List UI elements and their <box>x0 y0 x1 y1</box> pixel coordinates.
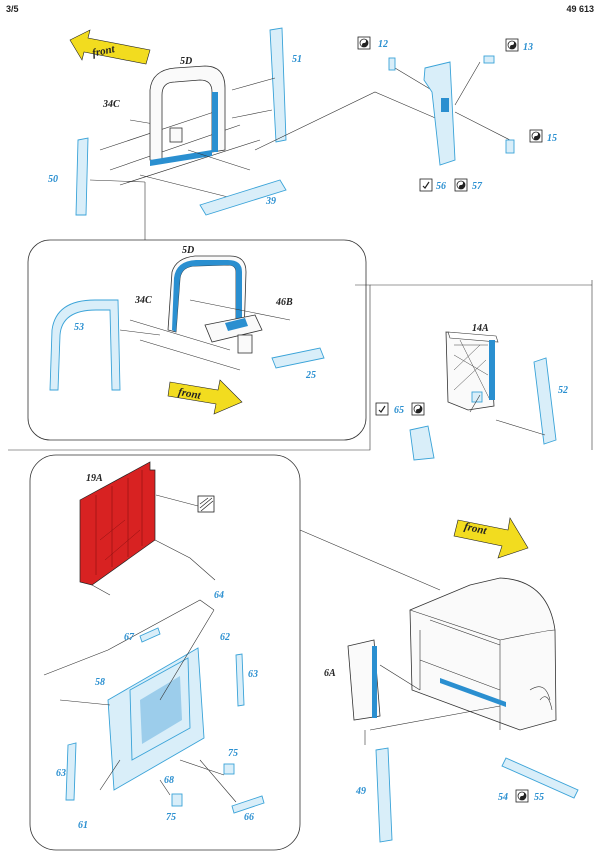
label-75-bottom: 75 <box>166 812 176 823</box>
label-14A: 14A <box>472 323 489 334</box>
front-arrow-bottom: front <box>453 517 529 559</box>
front-label-bottom: front <box>463 521 489 538</box>
label-19A: 19A <box>86 473 103 484</box>
yin-yang-icon <box>411 402 425 416</box>
pe-12 <box>388 57 396 71</box>
yin-yang-icon <box>357 36 371 50</box>
pe-67 <box>139 627 161 643</box>
pe-39 <box>199 179 287 216</box>
label-34C: 34C <box>102 99 120 110</box>
cab-body <box>409 577 557 731</box>
label-67: 67 <box>124 632 135 643</box>
label-68: 68 <box>164 775 174 786</box>
label-63-right: 63 <box>248 669 258 680</box>
label-62: 62 <box>220 632 230 643</box>
yin-yang-icon <box>515 789 529 803</box>
label-64: 64 <box>214 590 224 601</box>
label-46B: 46B <box>275 297 293 308</box>
pe-50 <box>75 137 89 216</box>
label-39: 39 <box>265 196 276 207</box>
page-number: 3/5 <box>6 4 19 14</box>
front-label-mid: front <box>177 386 202 402</box>
label-75-right: 75 <box>228 748 238 759</box>
label-52: 52 <box>558 385 568 396</box>
label-56: 56 <box>436 181 446 192</box>
sheet-code: 49 613 <box>566 4 594 14</box>
yin-yang-icon <box>454 178 468 192</box>
part-14A <box>445 331 495 411</box>
pe-66 <box>231 795 265 814</box>
pe-75b <box>171 793 183 807</box>
label-61: 61 <box>78 820 88 831</box>
label-55: 55 <box>534 792 544 803</box>
section-top-left: front 5D 34C 51 50 39 <box>48 27 302 240</box>
yin-yang-icon <box>505 38 519 52</box>
front-arrow-mid: front <box>167 379 243 415</box>
pe-53 <box>49 299 121 391</box>
bend-check-icon <box>419 178 433 192</box>
pe-75a <box>223 763 235 775</box>
pe-55 <box>501 757 579 799</box>
label-58: 58 <box>95 677 105 688</box>
section-bottom-right: front 6A 49 54 55 <box>324 517 579 843</box>
label-63-left: 63 <box>56 768 66 779</box>
label-54: 54 <box>498 792 508 803</box>
label-53: 53 <box>74 322 84 333</box>
label-5D-detail: 5D <box>182 245 194 256</box>
yin-yang-icon <box>529 129 543 143</box>
label-50: 50 <box>48 174 58 185</box>
part-19A <box>79 461 156 586</box>
label-66: 66 <box>244 812 254 823</box>
label-25: 25 <box>305 370 316 381</box>
fold-stripe-icon <box>197 495 215 513</box>
label-51: 51 <box>292 54 302 65</box>
front-label-top: front <box>91 43 117 60</box>
label-49: 49 <box>355 786 366 797</box>
bend-check-icon <box>375 402 389 416</box>
pe-57-strip <box>423 61 456 166</box>
section-detail-box-top: front 5D 34C 46B 53 25 <box>8 239 593 451</box>
label-6A: 6A <box>324 668 336 679</box>
pe-63a <box>235 653 245 707</box>
pe-49 <box>375 747 393 843</box>
front-arrow-top: front <box>69 29 151 65</box>
label-13: 13 <box>523 42 533 53</box>
label-65: 65 <box>394 405 404 416</box>
pe-65 <box>409 425 435 461</box>
pe-63b <box>65 742 77 801</box>
pe-52 <box>533 357 557 445</box>
label-57: 57 <box>472 181 483 192</box>
label-15: 15 <box>547 133 557 144</box>
label-34C-detail: 34C <box>134 295 152 306</box>
pe-15 <box>505 139 515 154</box>
label-5D: 5D <box>180 56 192 67</box>
pe-13 <box>483 55 495 64</box>
section-detail-box-bottom: 19A 64 67 62 58 63 63 75 68 61 75 66 <box>29 454 441 851</box>
section-right-middle: 14A 52 65 <box>375 323 568 461</box>
section-top-right: 12 13 15 56 57 <box>254 36 557 192</box>
pe-51 <box>269 27 287 143</box>
label-12: 12 <box>378 39 388 50</box>
pe-25 <box>271 347 325 369</box>
